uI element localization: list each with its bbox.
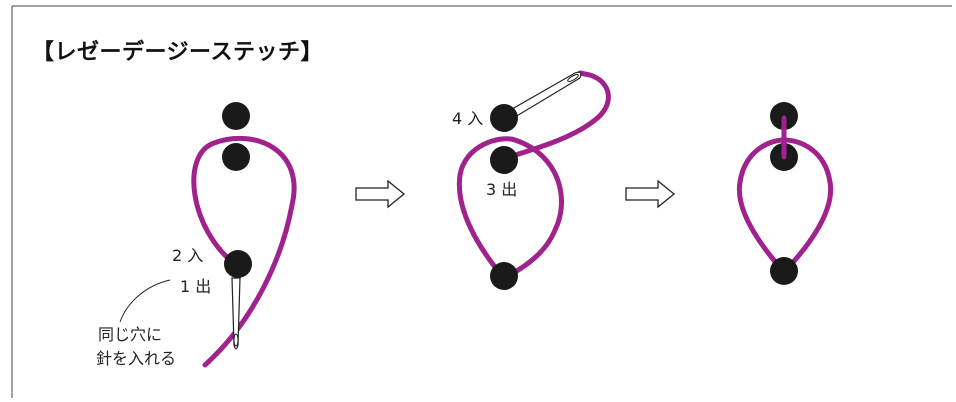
- note-line-1: 同じ穴に: [98, 325, 162, 344]
- thread-loop-step1: [191, 135, 297, 368]
- note-pointer-line: [119, 279, 171, 323]
- dot-bottom-step1: [224, 250, 252, 278]
- dot-mid-step1: [222, 143, 250, 171]
- dot-bottom-step2: [490, 262, 518, 290]
- dot-mid-step2: [490, 146, 518, 174]
- needle-step1: [231, 277, 241, 350]
- label-4-in: 4 入: [452, 109, 483, 128]
- label-1-out: 1 出: [180, 277, 211, 296]
- arrow-right-icon: [625, 179, 676, 209]
- dot-top-step1: [222, 102, 250, 130]
- thread-tail-step2: [497, 70, 611, 163]
- label-2-in: 2 入: [172, 246, 203, 265]
- dot-top-step2: [490, 104, 518, 132]
- dot-bottom-step3: [770, 257, 798, 285]
- thread-loop-step2: [456, 136, 564, 281]
- note-line-2: 針を入れる: [96, 349, 176, 368]
- step-2-group: 4 入 3 出: [452, 70, 611, 290]
- diagram-title: 【レゼーデージーステッチ】: [32, 40, 323, 65]
- step-1-group: 2 入 1 出 同じ穴に 針を入れる: [96, 102, 297, 368]
- step-3-group: [736, 102, 834, 285]
- needle-step2: [504, 71, 582, 121]
- arrow-right-icon: [355, 179, 406, 209]
- label-3-out: 3 出: [486, 180, 517, 199]
